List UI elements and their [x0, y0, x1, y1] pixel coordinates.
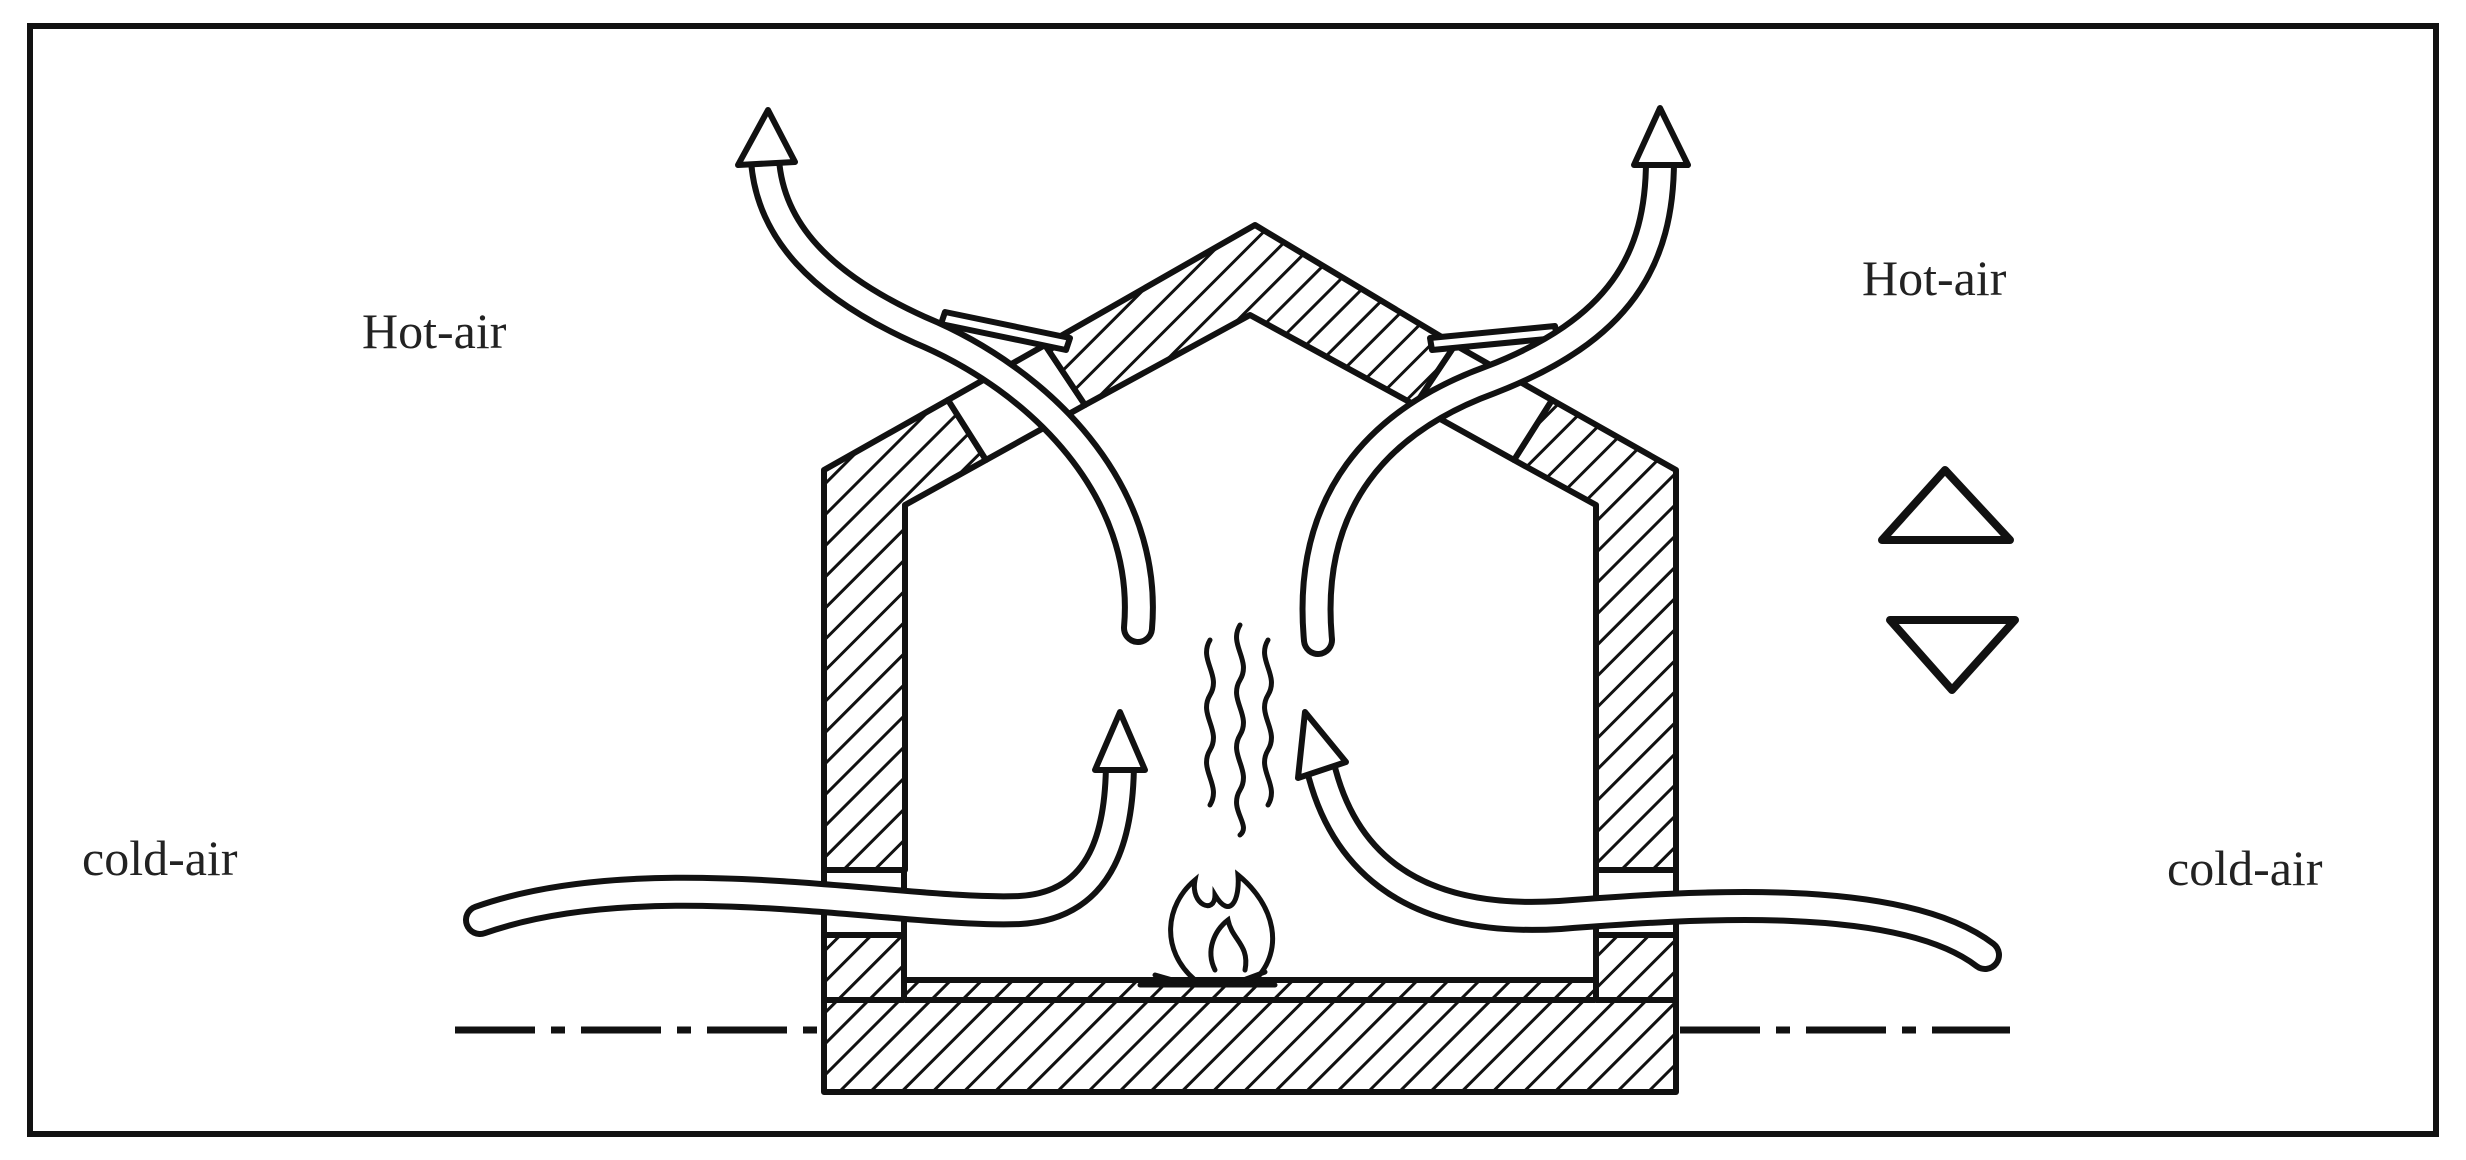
- cold-air-arrow-left: [463, 709, 1148, 937]
- hot-air-label-left: Hot-air: [362, 303, 507, 359]
- flame-icon: [1137, 869, 1278, 988]
- cold-air-label-right: cold-air: [2167, 840, 2323, 896]
- hot-air-arrow-left: [735, 107, 1156, 645]
- airflow: [463, 105, 2002, 972]
- diagram-frame: [27, 23, 2439, 1137]
- left-wall-lower: [821, 932, 907, 1003]
- heat-waves: [1204, 622, 1274, 838]
- hot-air-arrow-right: [1299, 105, 1691, 657]
- building-section: [821, 222, 1679, 1095]
- hot-air-label-right: Hot-air: [1862, 250, 2007, 306]
- cold-air-arrow-right: [1295, 709, 2002, 972]
- cold-air-label-left: cold-air: [82, 830, 238, 886]
- left-roof-cowl: [938, 309, 1073, 353]
- up-triangle-icon: [1878, 466, 2014, 544]
- right-wall-lower: [1593, 932, 1679, 1003]
- floor-slab: [821, 977, 1679, 1095]
- down-triangle-icon: [1886, 616, 2019, 694]
